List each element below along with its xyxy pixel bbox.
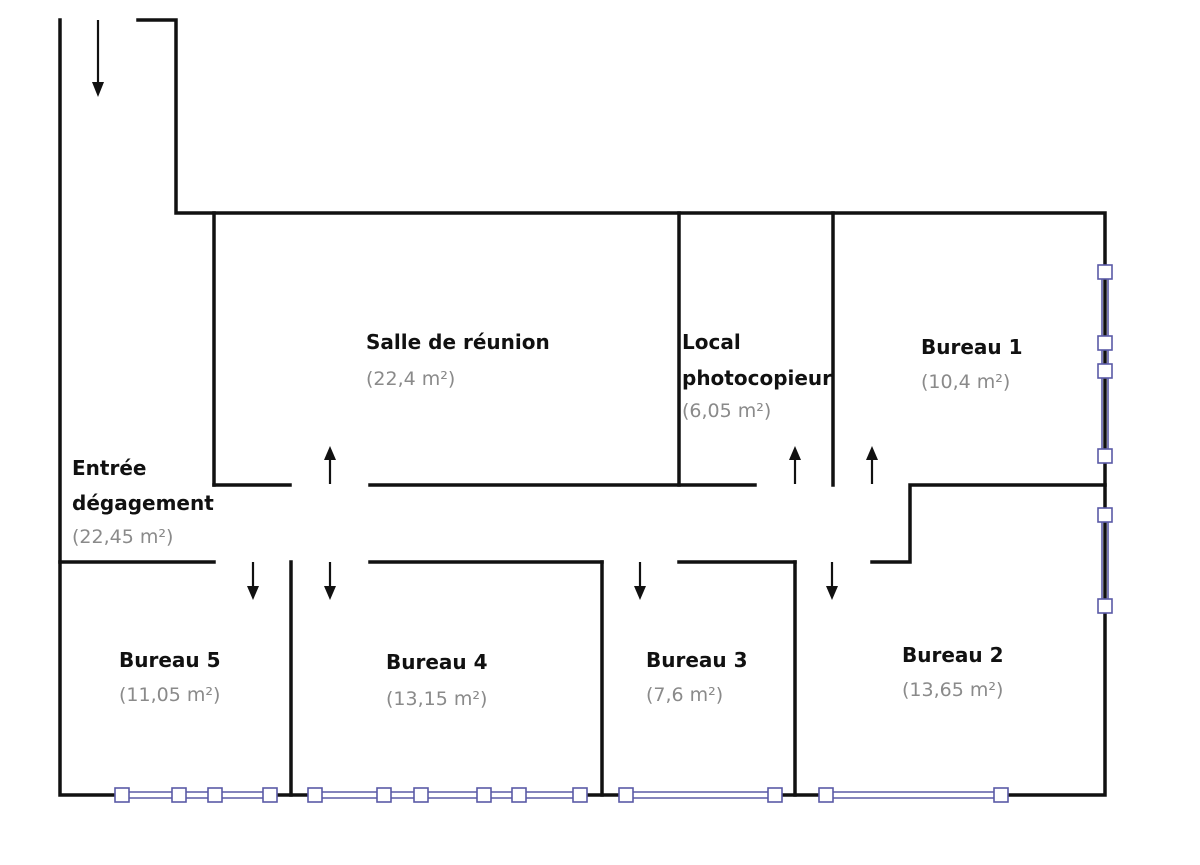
bureau-2-name: Bureau 2 [902,643,1004,667]
bureau-3-area: (7,6 m²) [646,684,723,706]
bureau2-door-arrow-down-icon [826,562,838,600]
entree-name-line2: dégagement [72,491,214,515]
salle-door-arrow-up-icon [324,446,336,484]
salle-reunion-area: (22,4 m²) [366,368,455,390]
bureau5-door-arrow-down-icon [247,562,259,600]
local-photocopieur-area: (6,05 m²) [682,400,771,422]
bureau-3-name: Bureau 3 [646,648,748,672]
window-bureau1 [1097,264,1113,464]
entree-area: (22,45 m²) [72,526,173,548]
entrance-arrow-down-icon [92,20,104,97]
bureau-4-area: (13,15 m²) [386,688,487,710]
window-bureau3 [618,787,783,803]
bureau1-door-arrow-up-icon [866,446,878,484]
bureau-5-name: Bureau 5 [119,648,221,672]
local-door-arrow-up-icon [789,446,801,484]
outer-wall-west [58,18,122,797]
entrance-wall-east [136,18,1107,797]
entree-name-line1: Entrée [72,456,146,480]
corridor-north-wall-3 [870,483,1107,564]
window-bureau4 [307,787,588,803]
bureau4-door-arrow-down-icon [324,562,336,600]
window-bureau2-south [818,787,1009,803]
bureau-1-name: Bureau 1 [921,335,1023,359]
bureau-5-area: (11,05 m²) [119,684,220,706]
bureau-2-area: (13,65 m²) [902,679,1003,701]
window-bureau5 [114,787,278,803]
local-photocopieur-name-line1: Local [682,330,741,354]
local-photocopieur-name-line2: photocopieur [682,366,832,390]
bureau-1-area: (10,4 m²) [921,371,1010,393]
salle-reunion-name: Salle de réunion [366,330,550,354]
bureau-4-name: Bureau 4 [386,650,488,674]
bureau3-door-arrow-down-icon [634,562,646,600]
windows [114,264,1113,803]
window-bureau2-east [1097,507,1113,614]
walls [58,18,1107,797]
room-labels: Salle de réunion (22,4 m²) Local photoco… [72,330,1023,710]
door-arrows [92,20,878,600]
